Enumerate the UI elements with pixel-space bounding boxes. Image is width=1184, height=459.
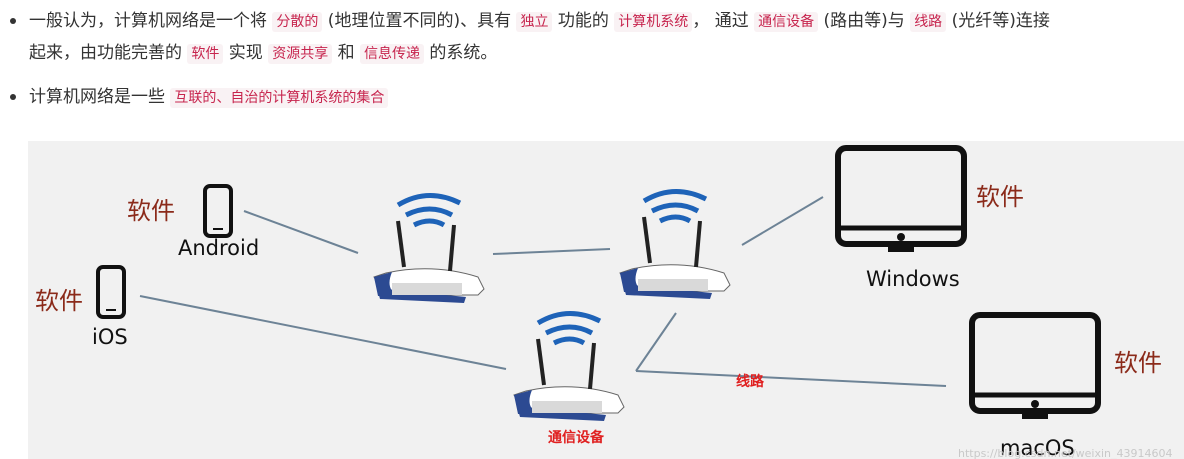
inline-code: 通信设备: [754, 12, 819, 32]
router-icon: [620, 191, 730, 299]
collection-line-1: 计算机网络是一些 互联的、自治的计算机系统的集合: [29, 80, 389, 115]
text-run: (光纤等)连接: [946, 11, 1050, 31]
macos-monitor-icon: [972, 315, 1098, 419]
inline-code: 独立: [516, 12, 553, 32]
inline-code: 软件: [187, 44, 224, 64]
android-label: Android: [178, 236, 259, 260]
inline-code: 互联的、自治的计算机系统的集合: [170, 88, 389, 108]
inline-code: 资源共享: [268, 44, 333, 64]
software-label-ios: 软件: [35, 287, 83, 315]
text-run: ， 通过: [692, 11, 755, 31]
windows-label: Windows: [866, 267, 960, 291]
text-run: 和: [332, 43, 361, 63]
device-label: 通信设备: [548, 429, 605, 446]
text-run: (路由等)与: [818, 11, 911, 31]
software-label-android: 软件: [127, 197, 175, 225]
definition-line-2: 起来，由功能完善的 软件 实现 资源共享 和 信息传递 的系统。: [29, 36, 497, 71]
link-router1-router2: [492, 248, 611, 255]
link-router2-windows: [741, 196, 824, 246]
inline-code: 计算机系统: [614, 12, 693, 32]
link-junction-macos: [635, 370, 947, 387]
line-label: 线路: [736, 373, 765, 390]
link-android-router1: [243, 210, 359, 254]
router-icon: [514, 313, 624, 421]
bullet-dot: [10, 94, 16, 100]
android-phone-icon: [203, 184, 233, 238]
inline-code: 线路: [910, 12, 947, 32]
text-run: 起来，由功能完善的: [29, 43, 188, 63]
bullet-dot: [10, 18, 16, 24]
link-ios-router3: [139, 295, 507, 370]
text-run: 的系统。: [424, 43, 498, 63]
network-diagram-svg: 软件 Android 软件 iOS 软件 Windows 软件 macOS 线路…: [35, 141, 1173, 459]
router-icon: [374, 195, 484, 303]
text-run: 功能的: [552, 11, 615, 31]
link-router2-junction: [635, 312, 677, 372]
text-run: 一般认为，计算机网络是一个将: [29, 11, 273, 31]
software-label-windows: 软件: [976, 183, 1024, 211]
software-label-macos: 软件: [1114, 349, 1162, 377]
windows-monitor-icon: [838, 148, 964, 252]
inline-code: 信息传递: [360, 44, 425, 64]
text-run: (地理位置不同的)、具有: [322, 11, 517, 31]
watermark: https://blog.csdn.net/weixin_43914604: [958, 447, 1173, 459]
network-diagram: 软件 Android 软件 iOS 软件 Windows 软件 macOS 线路…: [28, 141, 1184, 459]
ios-phone-icon: [96, 265, 126, 319]
inline-code: 分散的: [272, 12, 323, 32]
ios-label: iOS: [92, 325, 128, 349]
macos-label: macOS: [1000, 436, 1075, 459]
text-run: 实现: [223, 43, 269, 63]
text-run: 计算机网络是一些: [29, 87, 171, 107]
definition-line-1: 一般认为，计算机网络是一个将 分散的 (地理位置不同的)、具有 独立 功能的 计…: [29, 4, 1050, 39]
